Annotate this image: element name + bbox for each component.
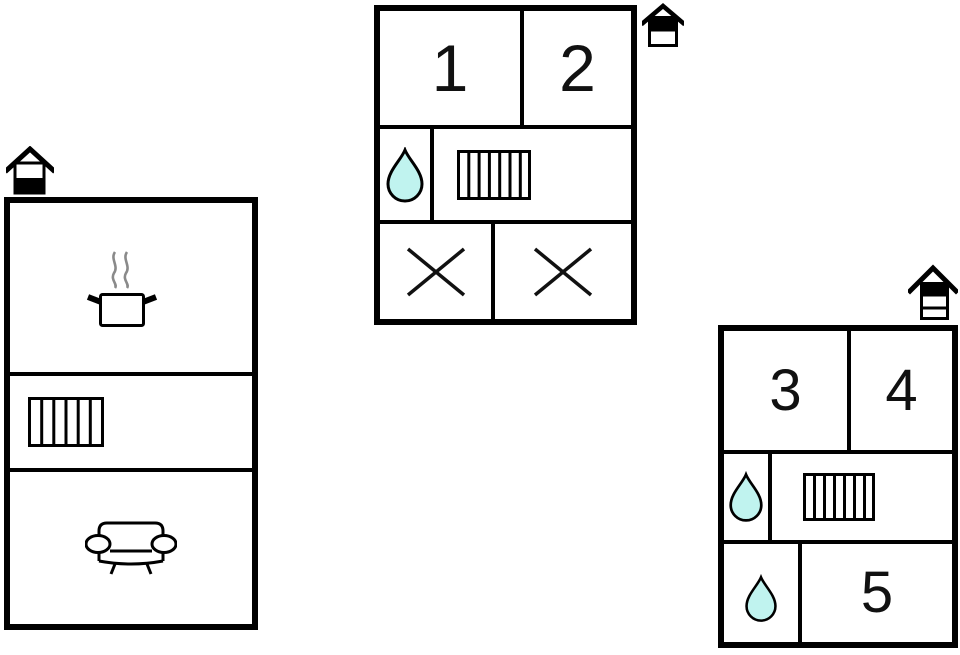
building-ground-floor (4, 197, 258, 630)
wall-divider (491, 224, 495, 319)
room-number: 1 (431, 31, 469, 105)
room-4: 4 (851, 331, 952, 450)
room-2: 2 (524, 11, 631, 125)
wall-divider (10, 468, 252, 472)
room-kitchen (10, 203, 252, 372)
room-number: 3 (769, 357, 802, 423)
room-bathroom (724, 544, 798, 642)
crossed-out-icon (533, 247, 593, 296)
wall-divider (10, 372, 252, 376)
wall-divider (520, 11, 524, 125)
wall-divider (798, 544, 802, 642)
room-1: 1 (380, 11, 520, 125)
wall-divider (724, 450, 952, 454)
room-number: 4 (885, 357, 918, 423)
room-not-available (380, 224, 491, 319)
room-not-available (495, 224, 631, 319)
room-hall-heating (434, 129, 631, 220)
water-drop-icon (745, 573, 777, 622)
wall-divider (847, 331, 851, 450)
wall-divider (768, 454, 772, 540)
house-floor-indicator-icon (908, 264, 958, 320)
crossed-out-icon (406, 247, 465, 296)
radiator-icon (803, 473, 875, 521)
wall-divider (380, 125, 631, 129)
radiator-icon (457, 149, 531, 200)
room-hall-heating (772, 454, 952, 540)
cooking-pot-icon (86, 250, 158, 327)
wall-divider (430, 129, 434, 220)
room-living (10, 472, 252, 624)
room-bathroom (380, 129, 430, 220)
room-bathroom (724, 454, 768, 540)
house-floor-indicator-icon (6, 146, 54, 195)
room-number: 5 (860, 560, 894, 625)
room-3: 3 (724, 331, 847, 450)
wall-divider (724, 540, 952, 544)
room-5: 5 (802, 544, 952, 642)
water-drop-icon (729, 470, 763, 522)
house-floor-indicator-icon (642, 3, 684, 47)
building-top-floor: 3 4 5 (718, 325, 958, 648)
radiator-icon (28, 397, 104, 447)
building-upper-floor: 1 2 (374, 5, 637, 325)
room-number: 2 (559, 31, 596, 105)
wall-divider (380, 220, 631, 224)
room-hall-heating (10, 376, 252, 468)
sofa-icon (85, 521, 177, 575)
water-drop-icon (386, 146, 424, 202)
